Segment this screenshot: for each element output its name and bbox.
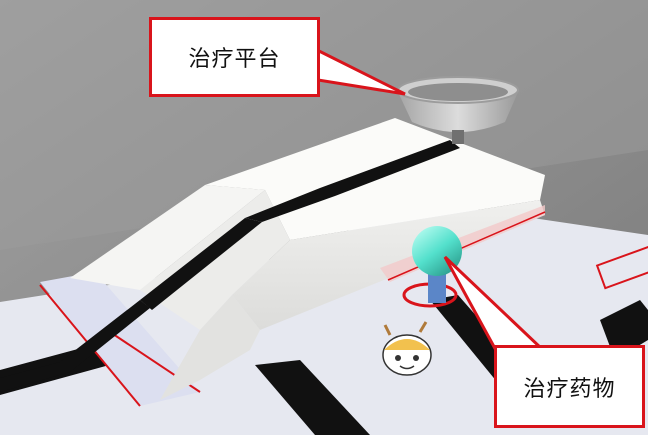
- ramp-line-mid: [140, 218, 262, 310]
- ramp-left-slope: [70, 185, 265, 290]
- ramp-red-edge: [387, 211, 546, 281]
- track-line-bottom: [255, 360, 370, 435]
- ramp-line-lower: [0, 300, 150, 392]
- ramp-line-upper: [245, 140, 460, 222]
- callout-medicine: 治疗药物: [494, 345, 645, 428]
- platform-bowl-inner: [408, 83, 508, 101]
- ramp-bottom-face: [160, 295, 260, 400]
- red-marker-right: [595, 243, 648, 290]
- platform-stem: [452, 130, 464, 144]
- medicine-stand: [428, 268, 446, 303]
- robot-face-icon: [382, 321, 432, 376]
- callout-platform-label: 治疗平台: [188, 47, 281, 72]
- callout-medicine-label: 治疗药物: [523, 376, 616, 402]
- callout-platform: 治疗平台: [149, 17, 320, 97]
